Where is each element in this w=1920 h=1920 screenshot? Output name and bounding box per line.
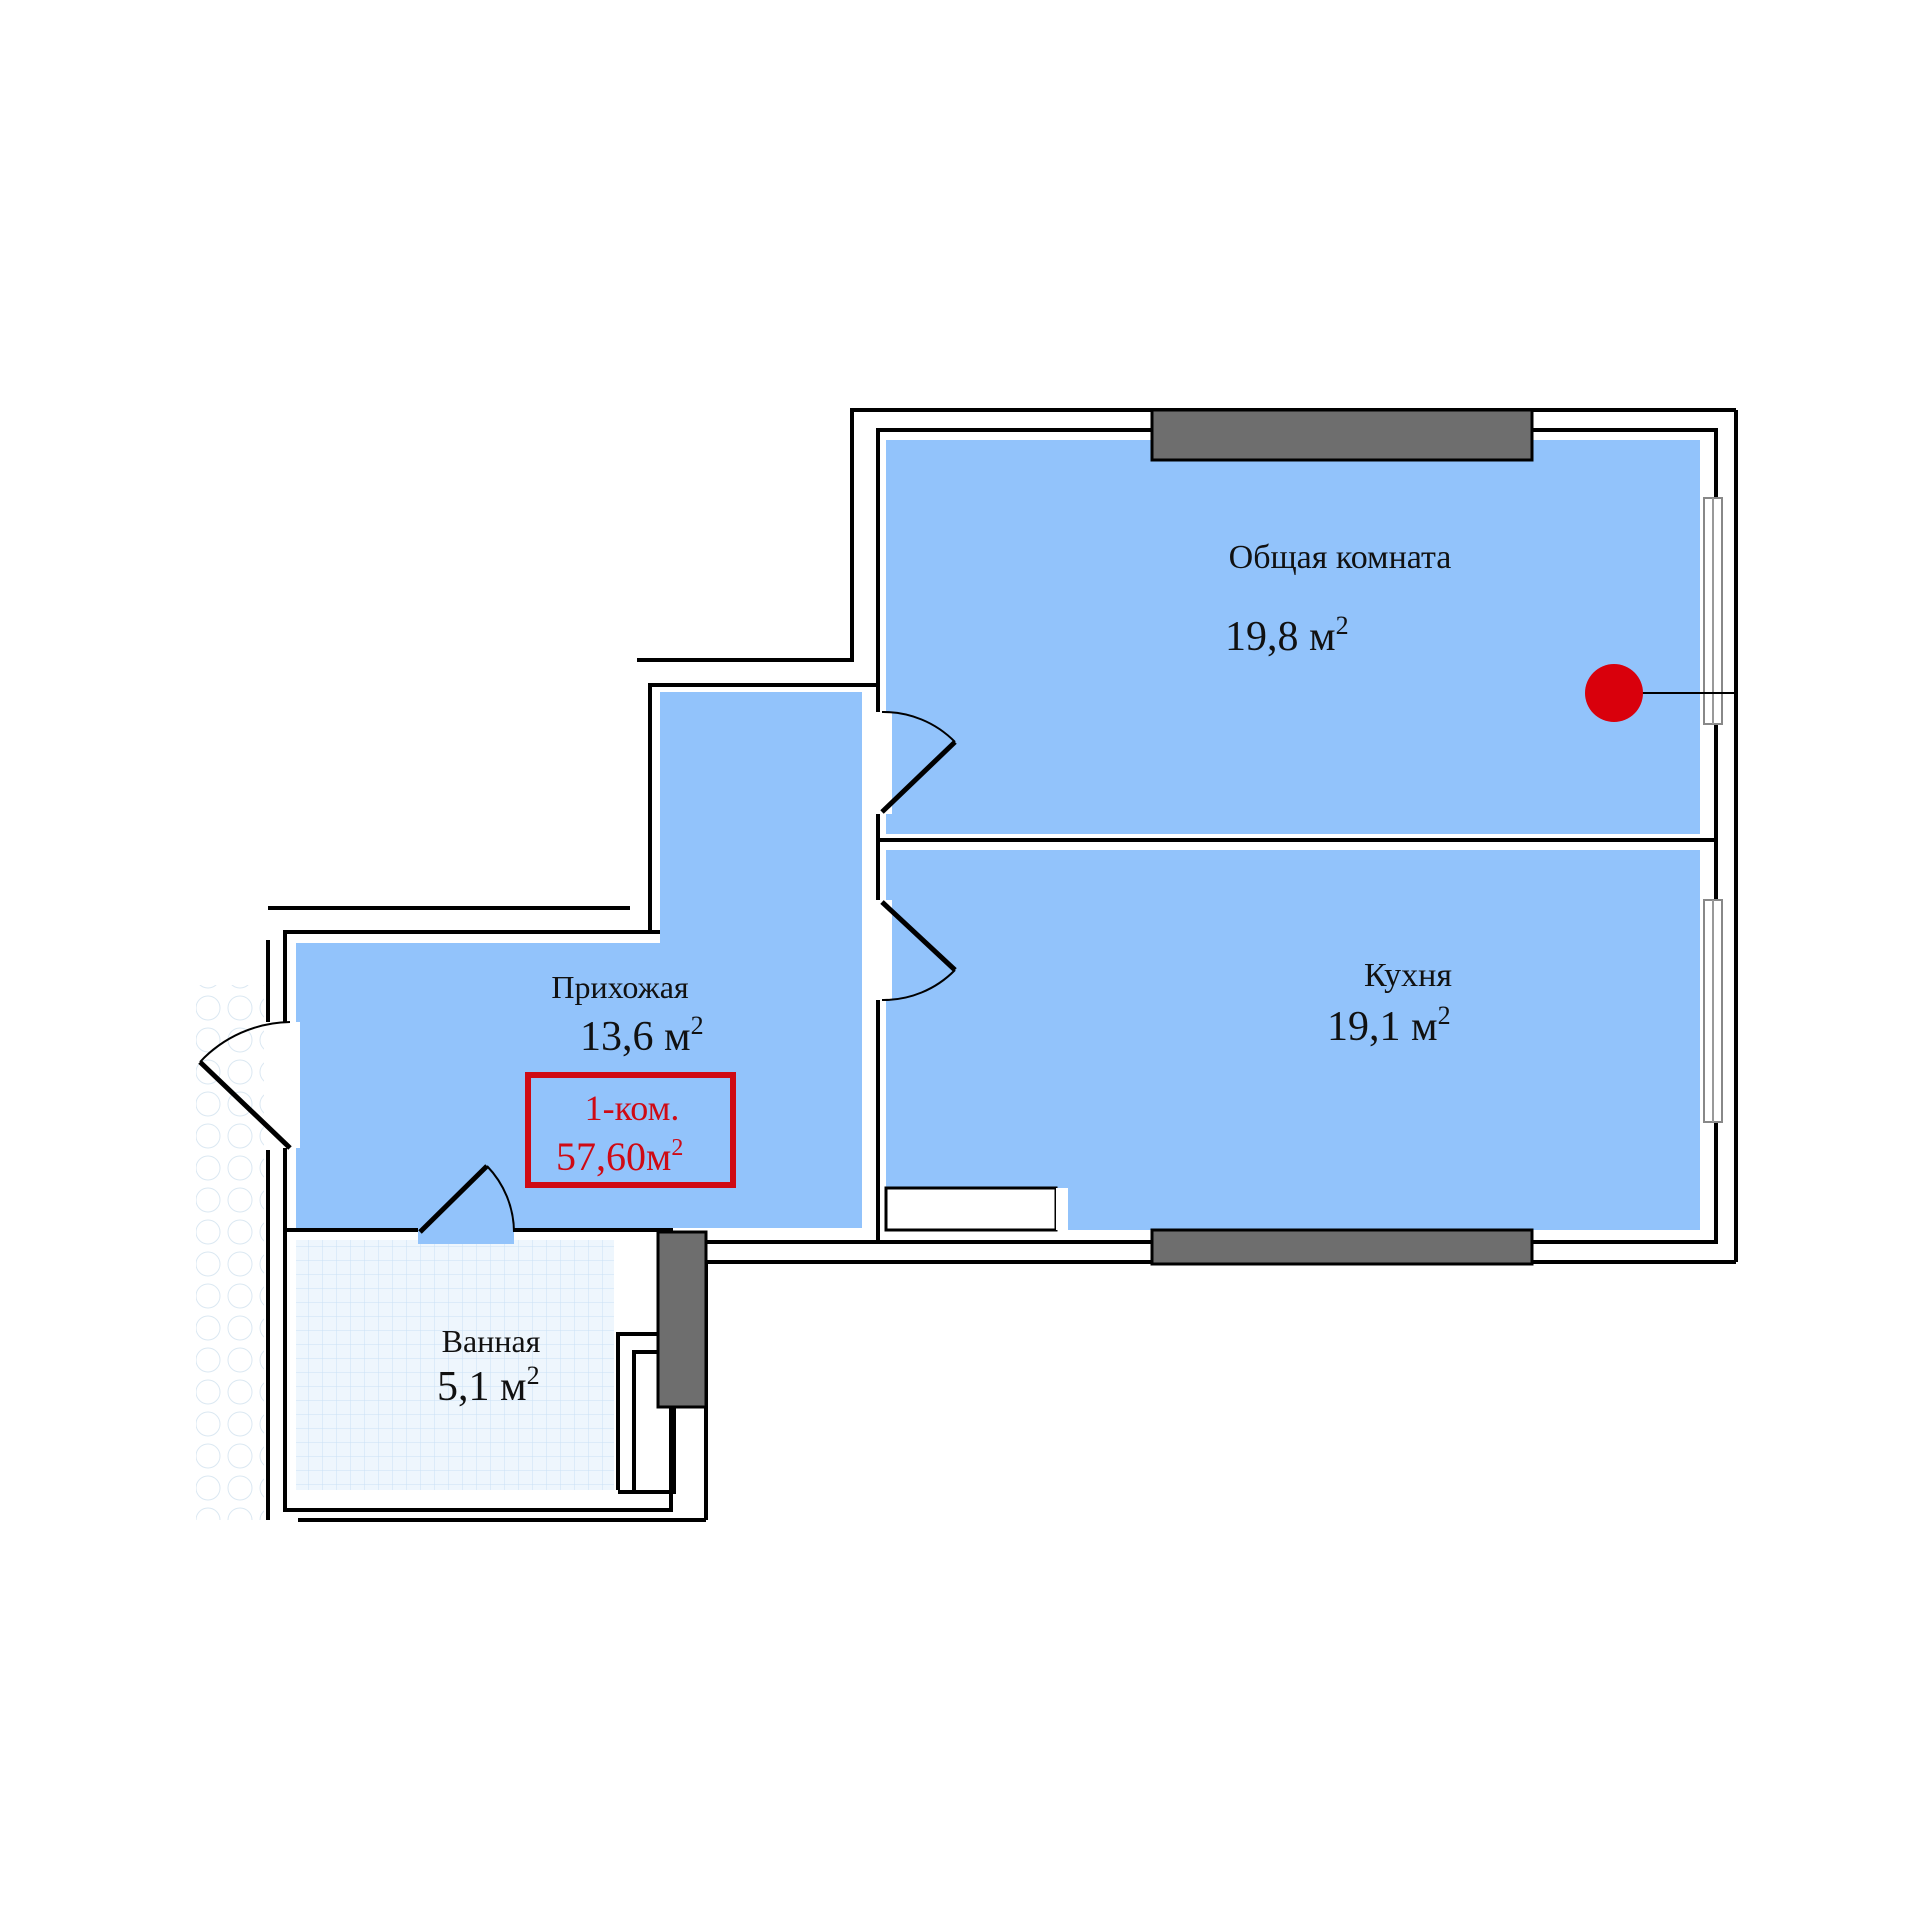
right-windows bbox=[1640, 497, 1736, 1123]
window-bottom bbox=[1150, 1228, 1534, 1266]
living-room-name: Общая комната bbox=[1229, 539, 1452, 576]
living-room-area bbox=[886, 440, 1700, 834]
living-room-area-label: 19,8 м2 bbox=[1225, 611, 1349, 660]
door-openings bbox=[278, 712, 892, 1244]
exterior-paving bbox=[196, 985, 264, 1520]
bath-area-label: 5,1 м2 bbox=[437, 1361, 540, 1410]
rooms bbox=[296, 440, 1700, 1490]
window-blocks bbox=[656, 408, 1534, 1409]
apartment-total-area: 57,60м2 bbox=[556, 1134, 683, 1179]
door-swing-icon bbox=[198, 710, 957, 1234]
apartment-badge: 1-ком. 57,60м2 bbox=[525, 1072, 736, 1188]
red-location-dot-icon bbox=[1585, 664, 1643, 722]
shaft-block bbox=[656, 1230, 708, 1409]
kitchen-niche bbox=[884, 1186, 1068, 1232]
kitchen-area bbox=[886, 850, 1700, 1230]
bath-name: Ванная bbox=[442, 1323, 541, 1359]
kitchen-area-label: 19,1 м2 bbox=[1327, 1001, 1451, 1050]
hall-area-label: 13,6 м2 bbox=[580, 1011, 704, 1060]
hall-area bbox=[296, 692, 862, 1228]
kitchen-name: Кухня bbox=[1364, 957, 1452, 994]
room-labels: Общая комната 19,8 м2 Кухня 19,1 м2 Прих… bbox=[437, 539, 1452, 1410]
apartment-type: 1-ком. bbox=[585, 1088, 680, 1128]
hall-name: Прихожая bbox=[551, 969, 689, 1005]
bath-shaft bbox=[616, 1332, 676, 1494]
bath-area bbox=[296, 1240, 614, 1490]
window-top bbox=[1150, 408, 1534, 462]
